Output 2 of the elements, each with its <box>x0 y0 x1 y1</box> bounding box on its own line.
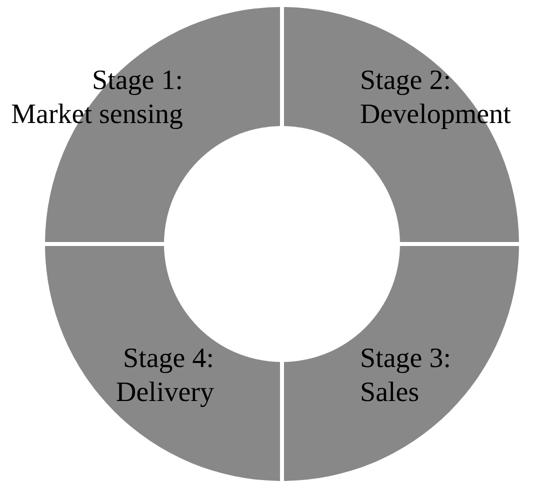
stage-label: Stage 3: Sales <box>360 342 452 410</box>
stage-label: Stage 4: Delivery <box>115 342 214 410</box>
